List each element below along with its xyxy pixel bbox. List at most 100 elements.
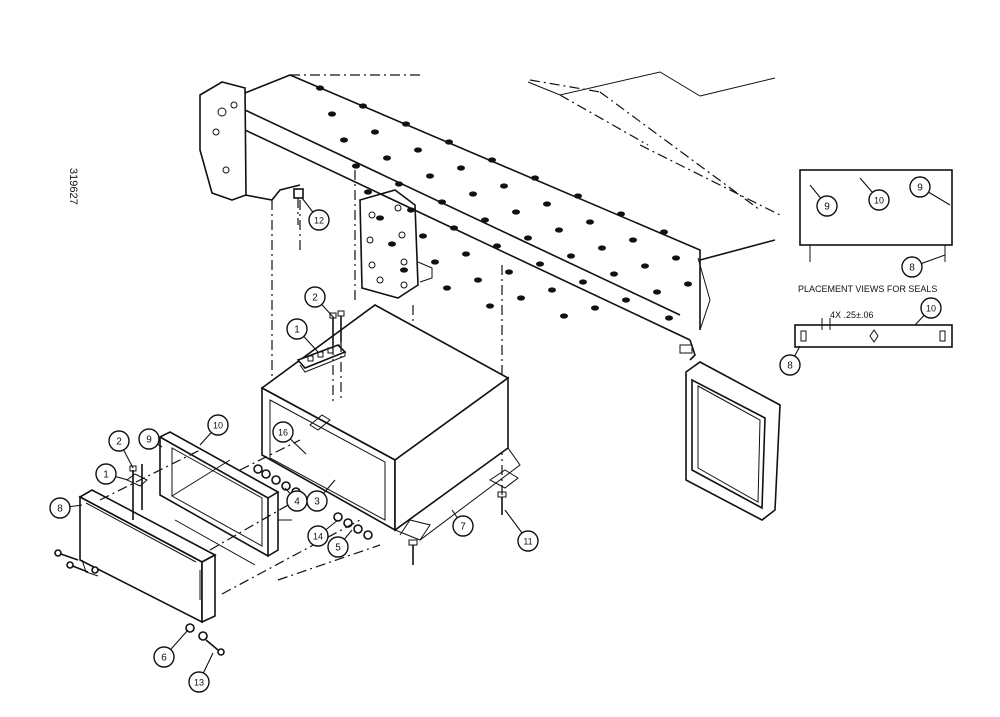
frame-rail — [199, 71, 781, 361]
callout-circle — [49, 497, 71, 519]
callout-number: 5 — [335, 543, 341, 554]
callout-number: 3 — [314, 497, 320, 508]
rail-hole — [402, 121, 410, 127]
callout-number: 4 — [294, 497, 300, 508]
callout-bubble: 5 — [327, 536, 349, 558]
callout-circle — [308, 209, 330, 231]
callout-bubble: 9 — [816, 195, 838, 217]
rail-hole — [359, 103, 367, 109]
j-bolt-top — [329, 310, 345, 405]
callout-bubble: 13 — [188, 671, 210, 693]
assembly-dash-lines — [99, 439, 381, 595]
rail-hole — [426, 173, 434, 179]
rail-hole — [665, 315, 673, 321]
callout-bubble: 14 — [307, 525, 329, 547]
drawing-number: 319627 — [67, 168, 79, 205]
callout-number: 10 — [926, 304, 936, 314]
callout-bubble: 11 — [517, 530, 539, 552]
seal-panel — [685, 361, 781, 521]
callout-bubble: 10 — [207, 414, 229, 436]
callout-number: 8 — [909, 263, 915, 274]
callout-circle — [868, 189, 890, 211]
callout-number: 2 — [312, 293, 318, 304]
callout-number: 11 — [523, 537, 532, 547]
rail-hole — [567, 253, 575, 259]
callout-number: 9 — [824, 202, 830, 213]
callout-number: 1 — [103, 470, 109, 481]
callout-bubble: 4 — [286, 490, 308, 512]
callout-bubble: 10 — [920, 297, 942, 319]
rail-hole — [443, 285, 451, 291]
callout-number: 9 — [917, 183, 923, 194]
callout-bubble: 8 — [779, 354, 801, 376]
callout-bubble: 3 — [306, 490, 328, 512]
rail-hole — [407, 207, 415, 213]
rail-hole — [371, 129, 379, 135]
rail-hole — [629, 237, 637, 243]
rail-hole — [474, 277, 482, 283]
rail-hole — [531, 175, 539, 181]
rail-hole — [598, 245, 606, 251]
callout-number: 6 — [161, 653, 167, 664]
callout-circle — [286, 318, 308, 340]
battery-box — [260, 304, 521, 541]
rail-hole — [653, 289, 661, 295]
callout-bubble: 10 — [868, 189, 890, 211]
rail-hole — [376, 215, 384, 221]
seal-placement-inset: PLACEMENT VIEWS FOR SEALS 4X .25±.06 — [794, 169, 953, 348]
rail-hole — [400, 267, 408, 273]
rail-hole — [617, 211, 625, 217]
dimension-note: 4X .25±.06 — [830, 310, 873, 320]
rail-hole — [505, 269, 513, 275]
callout-circle — [138, 428, 160, 450]
callout-number: 9 — [146, 435, 152, 446]
inset-caption: PLACEMENT VIEWS FOR SEALS — [798, 284, 937, 294]
rail-hole — [641, 263, 649, 269]
callout-bubble: 2 — [108, 430, 130, 452]
rail-hole-pattern — [316, 85, 692, 321]
lower-bolt — [185, 623, 225, 656]
mount-bolt — [408, 491, 507, 565]
callout-circle — [108, 430, 130, 452]
mounting-plate — [359, 189, 433, 299]
callout-circle — [816, 195, 838, 217]
rail-hole — [481, 217, 489, 223]
callout-bubble: 9 — [909, 176, 931, 198]
callout-bubble: 16 — [272, 421, 294, 443]
rail-hole — [684, 281, 692, 287]
front-bolts — [54, 549, 99, 574]
front-cover — [78, 489, 217, 624]
rail-hole — [445, 139, 453, 145]
rail-hole — [548, 287, 556, 293]
seal-frame — [158, 431, 292, 600]
callout-circle — [272, 421, 294, 443]
rail-hole — [457, 165, 465, 171]
rail-hole — [352, 163, 360, 169]
callout-circle — [207, 414, 229, 436]
callout-circle — [779, 354, 801, 376]
top-nut — [293, 188, 304, 225]
callout-bubble: 1 — [286, 318, 308, 340]
rail-hole — [500, 183, 508, 189]
rail-hole — [419, 233, 427, 239]
rail-hole — [517, 295, 525, 301]
callout-circle — [901, 256, 923, 278]
rail-hole — [512, 209, 520, 215]
rail-hole — [431, 259, 439, 265]
callout-number: 8 — [787, 361, 793, 372]
callout-bubble: 12 — [308, 209, 330, 231]
rail-hole — [395, 181, 403, 187]
rail-hole — [383, 155, 391, 161]
rail-hole — [340, 137, 348, 143]
rail-hole — [672, 255, 680, 261]
callout-circle — [188, 671, 210, 693]
hold-down-clamp-side — [126, 464, 148, 520]
callout-number: 1 — [294, 325, 300, 336]
callout-number: 7 — [460, 522, 466, 533]
rail-hole — [438, 199, 446, 205]
callout-circle — [327, 536, 349, 558]
callout-circle — [306, 490, 328, 512]
